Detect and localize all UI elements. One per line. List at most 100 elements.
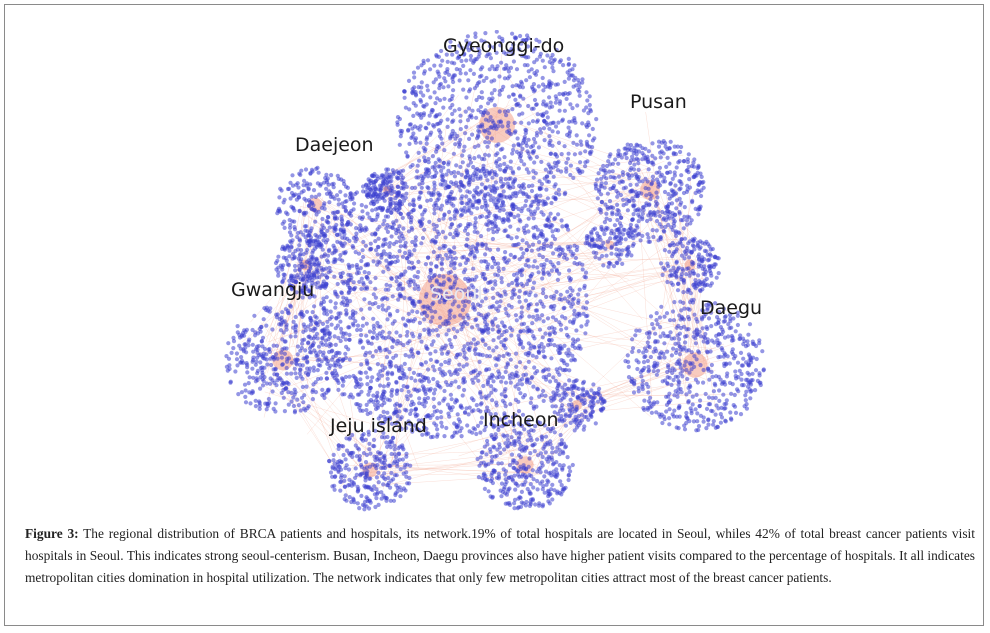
network-node xyxy=(656,144,662,149)
network-node xyxy=(397,249,402,254)
network-node xyxy=(696,273,701,278)
network-node xyxy=(520,377,525,382)
network-node xyxy=(362,270,367,275)
network-node xyxy=(472,156,477,161)
network-node xyxy=(619,155,624,160)
network-node xyxy=(486,140,491,145)
network-node xyxy=(363,370,368,375)
network-node xyxy=(475,423,481,428)
network-node xyxy=(586,122,591,128)
network-node xyxy=(479,182,485,187)
network-node xyxy=(532,71,537,76)
network-node xyxy=(315,258,320,263)
network-node xyxy=(450,102,455,108)
network-node xyxy=(521,192,526,197)
network-node xyxy=(355,323,361,328)
network-edge xyxy=(373,462,537,484)
network-node xyxy=(395,420,400,425)
network-node xyxy=(398,211,403,217)
network-edge xyxy=(279,319,472,391)
network-node xyxy=(367,366,372,371)
network-node xyxy=(422,396,427,401)
network-node xyxy=(562,79,567,84)
network-node xyxy=(675,288,681,293)
network-node xyxy=(644,193,649,198)
network-node xyxy=(448,216,453,221)
network-node xyxy=(437,299,442,305)
network-node xyxy=(354,271,360,276)
network-node xyxy=(454,50,459,55)
network-node xyxy=(498,417,503,422)
network-node xyxy=(506,258,511,263)
network-node xyxy=(421,58,426,63)
network-node xyxy=(489,136,494,141)
network-node xyxy=(682,256,687,261)
network-node xyxy=(514,83,519,88)
network-node xyxy=(513,190,518,195)
network-node xyxy=(432,404,437,409)
network-node xyxy=(485,144,490,149)
network-node xyxy=(470,277,475,282)
network-node xyxy=(582,285,587,290)
network-node xyxy=(612,223,617,228)
network-node xyxy=(621,203,626,208)
network-node xyxy=(416,85,421,90)
network-node xyxy=(428,132,433,137)
network-node xyxy=(411,199,416,204)
network-node xyxy=(629,188,635,193)
network-node xyxy=(407,202,412,207)
network-node xyxy=(486,393,491,398)
network-node xyxy=(682,236,688,241)
network-node xyxy=(237,332,242,337)
network-node xyxy=(549,200,554,206)
network-node xyxy=(375,262,380,267)
network-node xyxy=(501,256,506,261)
network-node xyxy=(325,237,330,243)
network-node xyxy=(692,236,697,241)
network-node xyxy=(303,235,308,240)
network-node xyxy=(277,322,282,327)
network-node xyxy=(480,243,485,248)
network-node xyxy=(541,304,546,309)
network-node xyxy=(431,364,436,369)
network-node xyxy=(650,228,655,233)
network-node xyxy=(257,403,262,408)
network-node xyxy=(531,175,536,180)
network-node xyxy=(432,167,438,172)
network-node xyxy=(566,247,571,252)
network-node xyxy=(508,224,513,229)
network-node xyxy=(407,249,412,254)
network-node xyxy=(401,316,406,321)
network-node xyxy=(502,109,508,114)
network-node xyxy=(512,120,517,125)
network-node xyxy=(406,229,412,234)
network-node xyxy=(375,320,380,326)
network-node xyxy=(290,285,296,290)
network-node xyxy=(501,266,506,271)
network-node xyxy=(494,173,499,178)
network-node xyxy=(471,71,476,76)
network-node xyxy=(451,79,456,85)
network-node xyxy=(436,54,441,59)
network-node xyxy=(426,156,431,162)
network-node xyxy=(435,69,440,74)
network-node xyxy=(673,212,678,217)
network-node xyxy=(604,211,609,216)
network-node xyxy=(473,220,478,225)
network-node xyxy=(681,280,687,285)
network-node xyxy=(499,392,504,397)
network-node xyxy=(394,218,399,223)
network-node xyxy=(273,366,278,371)
network-node xyxy=(566,227,571,232)
network-node xyxy=(370,186,375,191)
network-node xyxy=(394,239,399,245)
network-node xyxy=(297,253,302,258)
network-node xyxy=(601,163,606,169)
network-node xyxy=(426,186,431,191)
network-node xyxy=(418,372,423,377)
network-node xyxy=(406,389,411,394)
network-node xyxy=(318,349,323,354)
network-node xyxy=(451,118,456,123)
network-node xyxy=(547,126,552,131)
network-node xyxy=(464,58,469,63)
